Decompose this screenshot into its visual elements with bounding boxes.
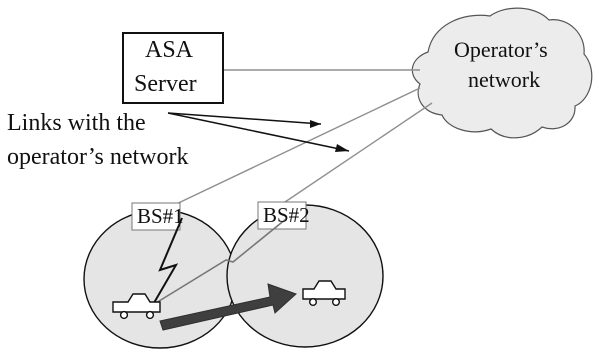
asa-server-box <box>122 32 224 104</box>
links-label-line1: Links with the <box>7 110 146 136</box>
bs2-label: BS#2 <box>263 203 310 227</box>
bs2-network-link <box>284 102 433 203</box>
bs1-radio-link <box>150 217 183 309</box>
vehicle-start-icon <box>112 293 161 320</box>
vehicle-end-icon <box>302 280 346 307</box>
callout-arrowhead-1 <box>310 120 321 128</box>
bs2-radio-link <box>150 218 287 307</box>
asa-server-label-line2: Server <box>134 71 197 97</box>
bs1-network-link <box>169 87 421 208</box>
callout-line-2 <box>167 112 350 152</box>
movement-arrow <box>159 283 297 331</box>
bs1-label: BS#1 <box>137 204 184 228</box>
links-label-line2: operator’s network <box>7 144 189 170</box>
bs1-box <box>131 202 181 231</box>
network-label-line2: network <box>468 67 541 92</box>
callout-line-1 <box>167 112 322 125</box>
network-label-line1: Operator’s <box>454 37 548 62</box>
asa-server-label-line1: ASA <box>145 37 194 63</box>
callout-arrowhead-2 <box>335 144 349 152</box>
cell-bs1-area <box>83 209 237 349</box>
bs2-box <box>257 201 307 230</box>
